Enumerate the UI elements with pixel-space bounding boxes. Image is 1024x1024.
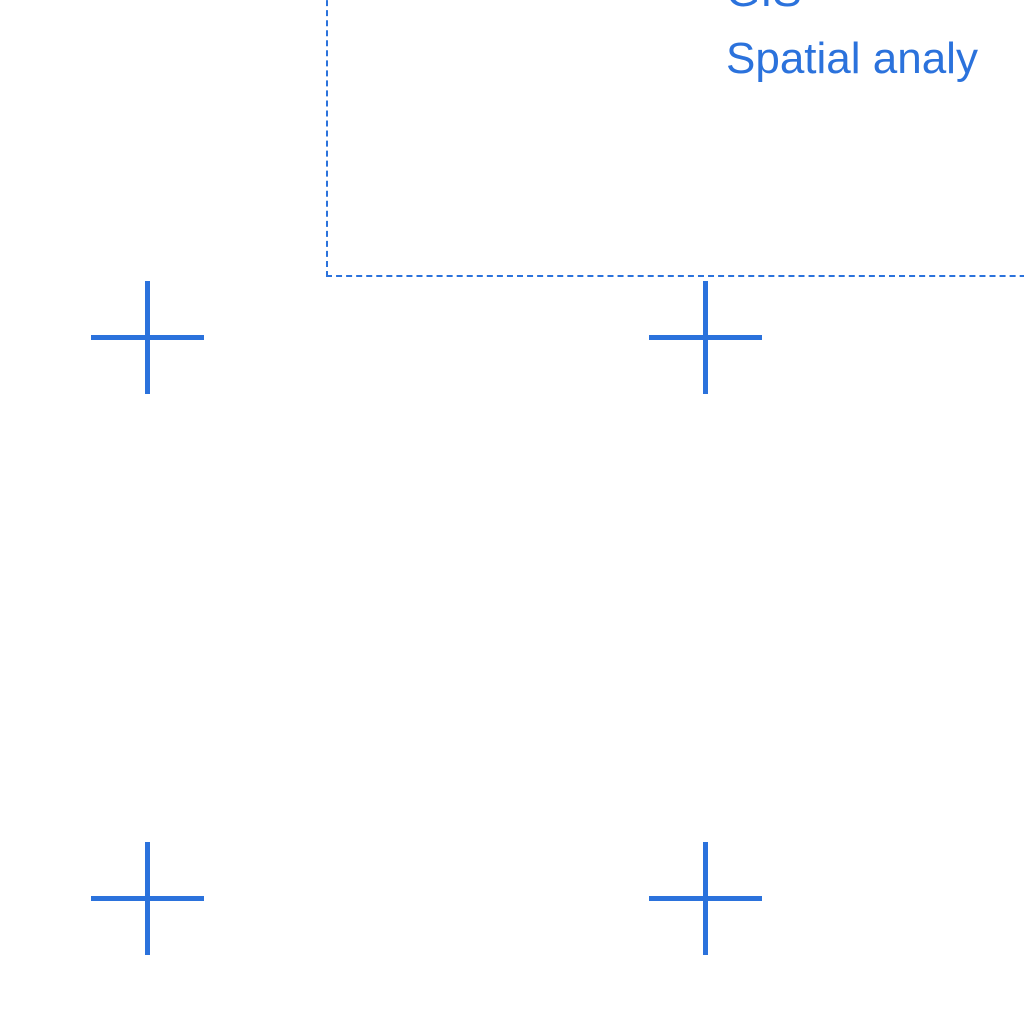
crosshair-icon: [649, 281, 762, 394]
crosshair-vertical-bar: [703, 842, 708, 955]
crosshair-icon: [91, 842, 204, 955]
crosshair-vertical-bar: [703, 281, 708, 394]
dashed-region-box: [326, 0, 1024, 277]
crosshair-icon: [91, 281, 204, 394]
crosshair-icon: [649, 842, 762, 955]
crosshair-vertical-bar: [145, 842, 150, 955]
region-subtitle: Spatial analy: [726, 34, 978, 83]
crosshair-vertical-bar: [145, 281, 150, 394]
region-title: GIS: [726, 0, 802, 14]
